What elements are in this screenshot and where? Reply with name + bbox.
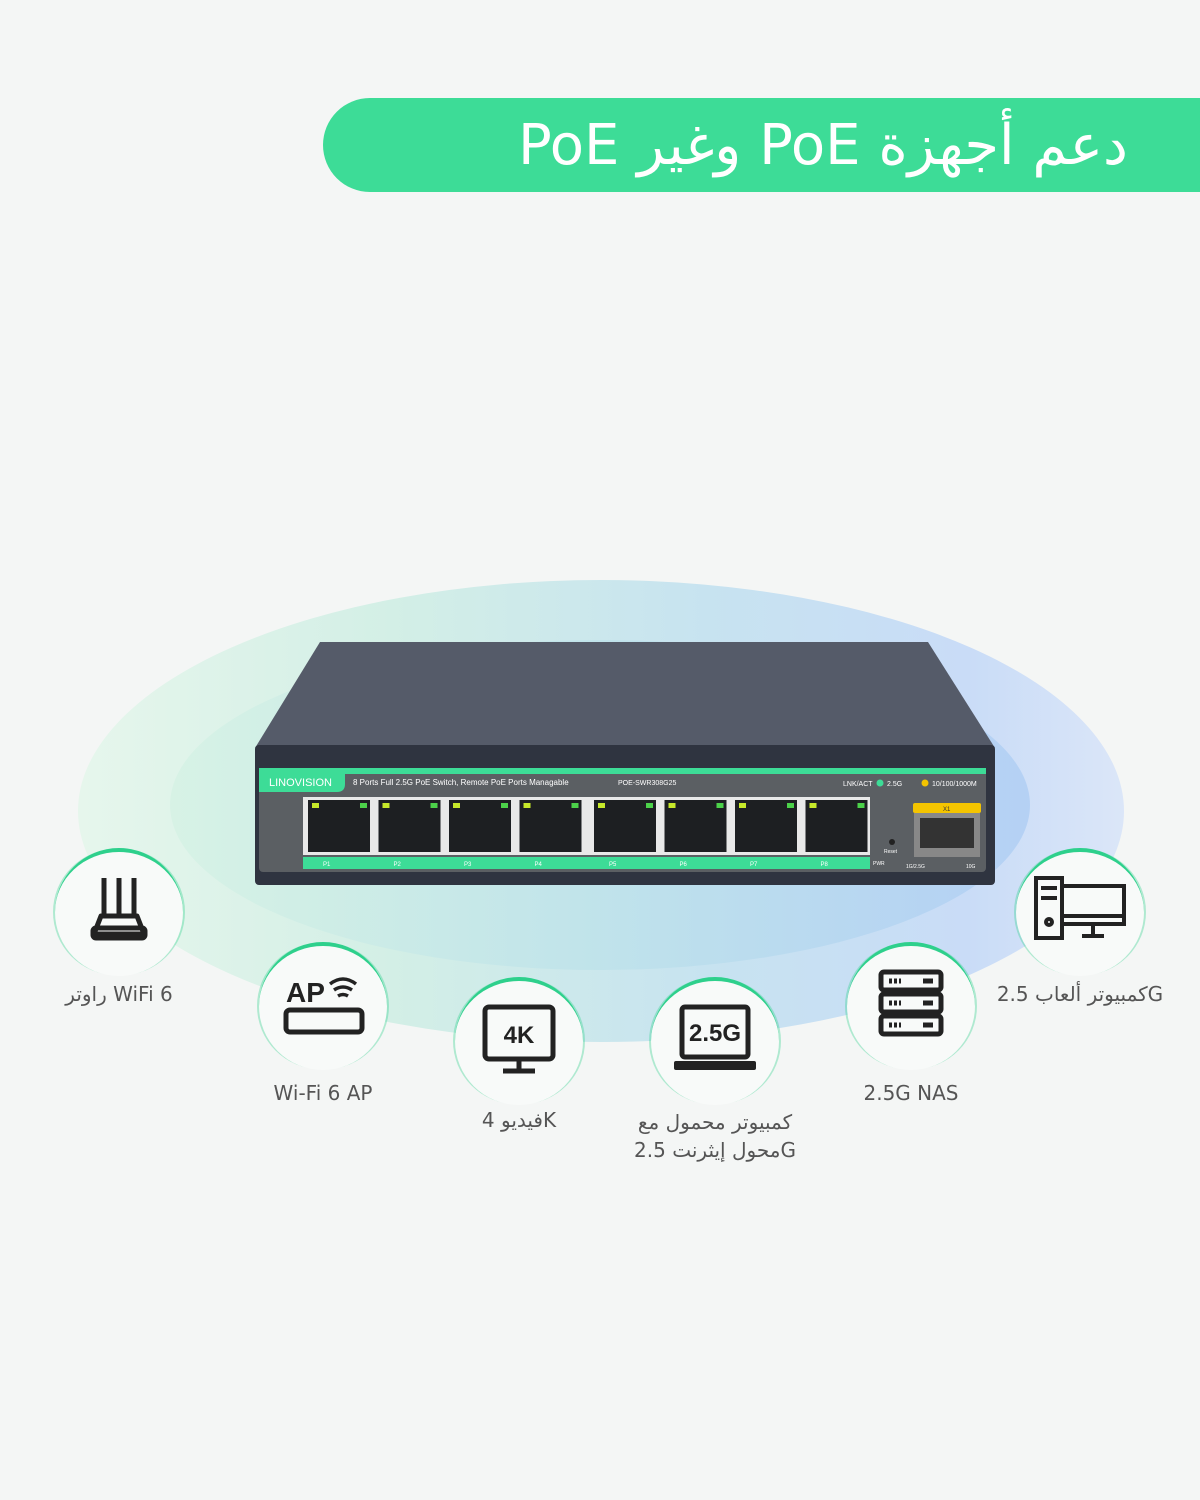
device-label: كمبيوتر ألعاب 2.5G <box>997 980 1163 1008</box>
port-led <box>739 803 746 808</box>
port-led <box>523 803 531 808</box>
desktop-pc-icon <box>1030 872 1130 956</box>
ethernet-port <box>735 800 797 852</box>
port-led <box>668 803 676 808</box>
port-label: P8 <box>821 862 829 868</box>
port-label: P5 <box>609 862 617 868</box>
port-led <box>312 803 319 808</box>
legend-1g: 10/100/1000M <box>932 781 977 788</box>
nas-icon <box>871 966 951 1050</box>
device-label: Wi-Fi 6 AP <box>274 1079 373 1107</box>
device-label: فيديو 4K <box>482 1106 556 1134</box>
port-label: P1 <box>323 862 331 868</box>
port-led <box>809 803 817 808</box>
laptop-icon: 2.5G <box>670 1001 760 1085</box>
svg-text:2.5G: 2.5G <box>689 1020 741 1047</box>
sfp-speed1: 1G/2.5G <box>906 864 925 870</box>
pwr-label: PWR <box>873 861 885 867</box>
device-label: كمبيوتر محمول مع محول إيثرنت 2.5G <box>634 1108 796 1164</box>
port-led <box>453 803 460 808</box>
device-label-line: 2.5G NAS <box>863 1081 959 1105</box>
router-icon <box>79 872 159 956</box>
switch-description: 8 Ports Full 2.5G PoE Switch, Remote PoE… <box>353 778 569 787</box>
sfp-speed2: 10G <box>966 864 976 870</box>
device-label: 2.5G NAS <box>864 1079 959 1107</box>
device-circle: AP <box>259 942 387 1070</box>
device-circle <box>55 848 183 976</box>
ethernet-port <box>378 800 441 852</box>
port-led <box>430 803 438 808</box>
device-label-line: كمبيوتر ألعاب 2.5G <box>996 982 1164 1006</box>
title-banner: دعم أجهزة PoE وغير PoE <box>323 98 1200 192</box>
device-label: راوتر WiFi 6 <box>65 980 172 1008</box>
device-label-line: فيديو 4K <box>481 1108 557 1132</box>
port-led <box>598 803 605 808</box>
device-circle <box>1016 848 1144 976</box>
sfp-label: X1 <box>943 807 951 813</box>
device-circle: 4K <box>455 977 583 1105</box>
port-led <box>857 803 865 808</box>
port-led <box>360 803 367 808</box>
switch-brand: LINOVISION <box>269 777 332 789</box>
ethernet-port <box>805 800 868 852</box>
legend-link: LNK/ACT <box>843 781 873 788</box>
port-led <box>501 803 508 808</box>
ethernet-port <box>308 800 370 852</box>
ethernet-port <box>449 800 511 852</box>
port-led <box>382 803 390 808</box>
port-led <box>646 803 653 808</box>
svg-text:AP: AP <box>286 977 325 1008</box>
port-label: P7 <box>750 862 758 868</box>
device-circle <box>847 942 975 1070</box>
port-label: P6 <box>680 862 688 868</box>
ethernet-port <box>664 800 727 852</box>
port-label: P2 <box>394 862 402 868</box>
reset-label: Reset <box>884 849 898 855</box>
device-label-line: Wi-Fi 6 AP <box>273 1081 373 1105</box>
device-circle: 2.5G <box>651 977 779 1105</box>
port-led <box>571 803 579 808</box>
banner-title: دعم أجهزة PoE وغير PoE <box>517 112 1128 178</box>
ethernet-port <box>594 800 656 852</box>
svg-text:4K: 4K <box>504 1022 535 1049</box>
device-label-line: كمبيوتر محمول مع <box>637 1110 793 1134</box>
access-point-icon: AP <box>278 966 368 1050</box>
port-label: P4 <box>535 862 543 868</box>
legend-25g: 2.5G <box>887 781 902 788</box>
poe-switch: LINOVISION 8 Ports Full 2.5G PoE Switch,… <box>255 642 995 885</box>
ethernet-port <box>519 800 582 852</box>
switch-model: POE-SWR308G25 <box>618 780 676 787</box>
port-label: P3 <box>464 862 472 868</box>
port-led <box>716 803 724 808</box>
device-label-line: محول إيثرنت 2.5G <box>634 1138 796 1162</box>
port-led <box>787 803 794 808</box>
device-label-line: راوتر WiFi 6 <box>65 982 173 1006</box>
monitor-4k-icon: 4K <box>479 1001 559 1085</box>
